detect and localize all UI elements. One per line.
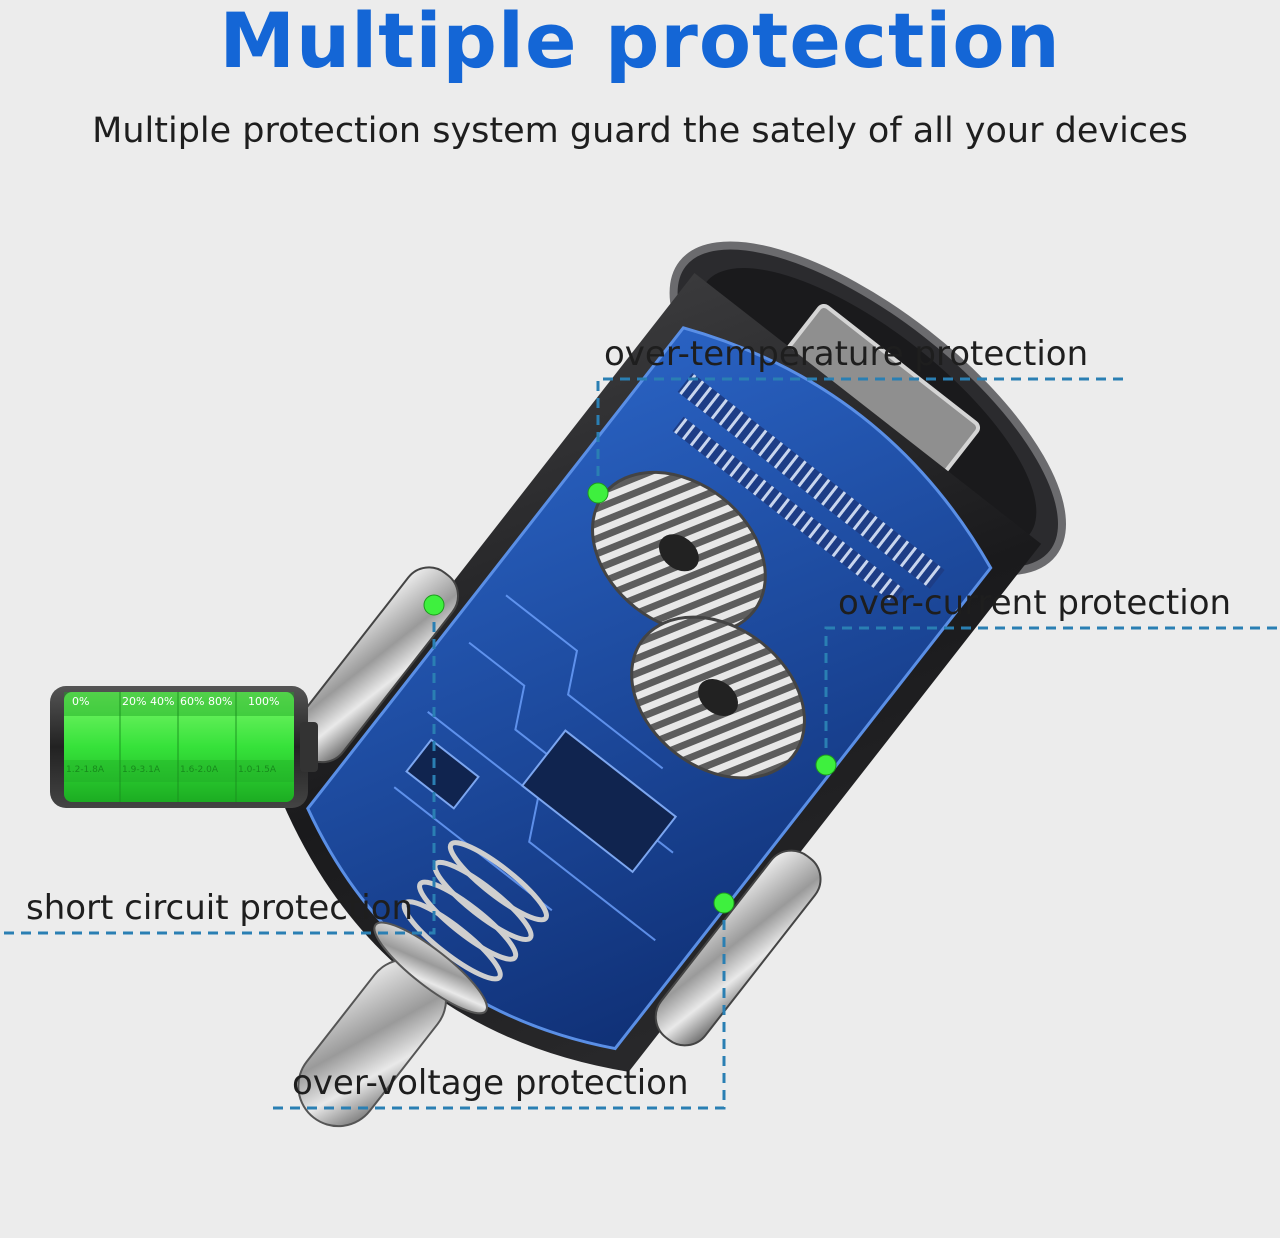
callout-line-over-temperature	[596, 377, 1125, 493]
marker-short-circuit	[423, 594, 445, 616]
charger-body	[281, 241, 1066, 1128]
battery-current-label: 1.6-2.0A	[180, 765, 219, 775]
marker-over-voltage	[713, 892, 735, 914]
page-subtitle: Multiple protection system guard the sat…	[92, 111, 1188, 151]
battery-current-label: 1.9-3.1A	[122, 765, 161, 775]
callout-line-short-circuit	[0, 605, 436, 935]
marker-over-temperature	[587, 482, 609, 504]
battery-percent-label: 100%	[248, 695, 279, 708]
label-short-circuit: short circuit protection	[26, 888, 414, 928]
callout-line-over-current	[824, 626, 1280, 765]
battery-percent-label: 60% 80%	[180, 695, 232, 708]
battery-percent-label: 0%	[72, 695, 89, 708]
callout-line-over-voltage	[272, 903, 726, 1110]
battery-current-label: 1.0-1.5A	[238, 765, 277, 775]
battery-icon: 0% 20% 40% 60% 80% 100% 1.2-1.8A 1.9-3.1…	[50, 686, 318, 808]
label-over-current: over-current protection	[838, 583, 1232, 623]
battery-percent-label: 20% 40%	[122, 695, 174, 708]
label-over-voltage: over-voltage protection	[292, 1063, 689, 1103]
battery-current-label: 1.2-1.8A	[66, 765, 105, 775]
page-title: Multiple protection	[219, 0, 1061, 85]
label-over-temperature: over-temperature protection	[604, 334, 1089, 374]
marker-over-current	[815, 754, 837, 776]
